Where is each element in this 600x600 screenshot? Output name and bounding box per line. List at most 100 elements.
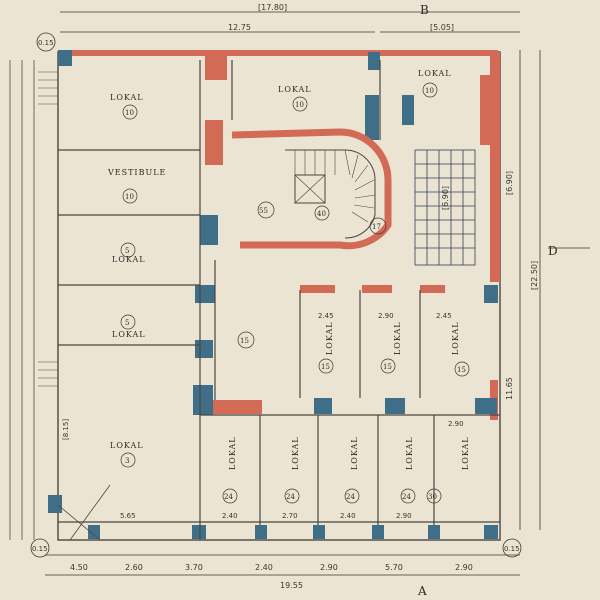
top-right-dim: [5.05] bbox=[430, 23, 454, 32]
room-num-9: 17 bbox=[372, 223, 381, 231]
blue-pier-b2 bbox=[255, 525, 267, 539]
section-marker-top: B bbox=[420, 3, 429, 17]
room-label-18: LOKAL bbox=[461, 436, 470, 470]
section-marker-bottom: A bbox=[417, 584, 427, 598]
room-num-3: 10 bbox=[425, 87, 434, 95]
entry-diag-1 bbox=[57, 504, 101, 541]
corner-marker-tl bbox=[36, 32, 56, 52]
room-num-12: 15 bbox=[383, 363, 392, 371]
staircase bbox=[231, 128, 392, 250]
room-circle-5 bbox=[120, 242, 136, 258]
bottom-seg-6: 5.70 bbox=[385, 563, 403, 572]
room-label-1: LOKAL bbox=[110, 93, 144, 102]
blue-pier-b5 bbox=[428, 525, 440, 539]
right-lower-dim: 11.65 bbox=[505, 377, 514, 400]
blue-pier-7 bbox=[484, 285, 498, 303]
blue-pier-10 bbox=[475, 398, 497, 414]
room-circle-4 bbox=[122, 188, 138, 204]
room-circle-18 bbox=[426, 488, 442, 504]
corner-markers bbox=[30, 32, 522, 558]
stair-landing bbox=[294, 174, 326, 204]
corner-label-bl: 0.15 bbox=[32, 545, 48, 553]
bottom-overall-dim: 19.55 bbox=[280, 581, 303, 590]
blue-pier-1 bbox=[200, 215, 218, 245]
room-label-14: LOKAL bbox=[228, 436, 237, 470]
top-red-wall bbox=[58, 50, 498, 56]
top-dimensions bbox=[60, 11, 520, 33]
red-pier-2 bbox=[205, 120, 223, 165]
red-pier-1 bbox=[205, 50, 227, 80]
room-circle-1 bbox=[122, 104, 138, 120]
room-label-17: LOKAL bbox=[405, 436, 414, 470]
blue-pier-4 bbox=[193, 385, 213, 415]
blue-pier-b1 bbox=[192, 525, 206, 539]
top-left-dim: 12.75 bbox=[228, 23, 251, 32]
room-circle-10 bbox=[237, 331, 255, 349]
room-circle-17 bbox=[400, 488, 416, 504]
corner-marker-bl bbox=[30, 538, 50, 558]
light-well-frame bbox=[414, 149, 476, 266]
blue-pier-5 bbox=[365, 95, 379, 140]
stair-red-wall bbox=[231, 128, 392, 250]
light-well-grid bbox=[414, 149, 476, 266]
room-circle-13 bbox=[454, 361, 470, 377]
inner-dim-2: 2.40 bbox=[222, 512, 238, 520]
red-wall-stair-2 bbox=[362, 285, 392, 293]
room-labels: LOKAL 10 LOKAL 10 LOKAL 10 VESTIBULE 10 … bbox=[107, 69, 470, 504]
light-well-dim: [6.90] bbox=[441, 186, 450, 210]
bottom-seg-7: 2.90 bbox=[455, 563, 473, 572]
blue-pier-6 bbox=[402, 95, 414, 125]
blue-pier-top bbox=[368, 52, 380, 70]
room-label-11: LOKAL bbox=[325, 321, 334, 355]
room-label-6: LOKAL bbox=[112, 330, 146, 339]
left-stair-hatch bbox=[38, 71, 58, 387]
bottom-seg-3: 3.70 bbox=[185, 563, 203, 572]
room-circle-15 bbox=[284, 488, 300, 504]
blue-pier-3 bbox=[195, 340, 213, 358]
room-num-7: 3 bbox=[125, 457, 129, 465]
blue-pier-9 bbox=[385, 398, 405, 414]
entry-diag-2 bbox=[69, 484, 111, 541]
blue-pier-b3 bbox=[313, 525, 325, 539]
corner-label-br: 0.15 bbox=[504, 545, 520, 553]
room-label-4: VESTIBULE bbox=[107, 168, 166, 177]
red-wall-stair-3 bbox=[420, 285, 445, 293]
room-circle-16 bbox=[344, 488, 360, 504]
entrance-diagonal bbox=[57, 484, 111, 541]
blue-pier-left bbox=[48, 495, 62, 513]
inner-dim-4: 2.40 bbox=[340, 512, 356, 520]
room-label-3: LOKAL bbox=[418, 69, 452, 78]
room-circle-2 bbox=[292, 96, 308, 112]
room-label-16: LOKAL bbox=[350, 436, 359, 470]
red-walls bbox=[58, 50, 500, 420]
top-overall-dim: [17.80] bbox=[258, 3, 287, 12]
blue-pier-2 bbox=[195, 285, 215, 303]
room-num-4: 10 bbox=[125, 193, 134, 201]
room-label-2: LOKAL bbox=[278, 85, 312, 94]
left-dimensions bbox=[9, 60, 35, 540]
room-label-15: LOKAL bbox=[291, 436, 300, 470]
section-marker-right: D bbox=[548, 244, 558, 258]
inner-dim-1: 5.65 bbox=[120, 512, 136, 520]
inner-dimensions: 5.65 2.40 2.70 2.40 2.90 2.45 2.90 2.45 … bbox=[120, 312, 464, 520]
inner-dim-5: 2.90 bbox=[396, 512, 412, 520]
room-num-18: 30 bbox=[428, 493, 437, 501]
red-pier-3 bbox=[480, 75, 498, 145]
bottom-dimensions bbox=[45, 554, 520, 576]
blue-piers bbox=[48, 50, 498, 539]
room-label-5: LOKAL bbox=[112, 255, 146, 264]
room-num-14: 24 bbox=[224, 493, 233, 501]
inner-dim-3: 2.70 bbox=[282, 512, 298, 520]
right-overall-dim: [22.50] bbox=[530, 261, 539, 290]
room-circle-11 bbox=[318, 358, 334, 374]
room-circle-14 bbox=[222, 488, 238, 504]
right-red-wall bbox=[490, 52, 500, 282]
blue-pier-8 bbox=[314, 398, 332, 414]
room-label-13: LOKAL bbox=[451, 321, 460, 355]
corner-label-tl: 0.15 bbox=[38, 39, 54, 47]
room-num-15: 24 bbox=[286, 493, 295, 501]
room-circle-7 bbox=[120, 452, 136, 468]
stair-num: 40 bbox=[317, 210, 326, 218]
stair-landing-diag-2 bbox=[294, 174, 326, 204]
